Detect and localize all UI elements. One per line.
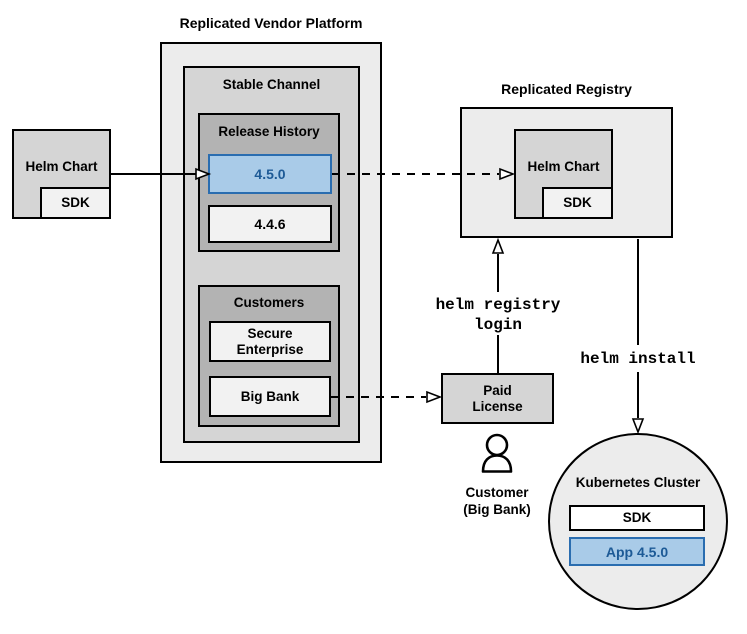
release-version-446: 4.4.6 — [208, 205, 332, 243]
customer-big-bank-box: Big Bank — [209, 376, 331, 417]
release-version-446-label: 4.4.6 — [254, 216, 286, 232]
cluster-sdk-label: SDK — [622, 510, 652, 525]
helm-install-command: helm install — [578, 349, 698, 369]
arrow-registry-to-cluster — [631, 239, 645, 435]
customer-big-bank-label: Big Bank — [240, 388, 300, 404]
paid-license-box: Paid License — [441, 373, 554, 424]
vendor-platform-title: Replicated Vendor Platform — [179, 15, 363, 31]
customer-person-icon — [481, 433, 513, 473]
release-version-450-label: 4.5.0 — [254, 166, 286, 182]
customers-label: Customers — [233, 295, 305, 310]
source-helm-chart-label: Helm Chart — [25, 159, 98, 174]
cluster-app-label: App 4.5.0 — [605, 543, 669, 560]
customer-secure-enterprise-box: Secure Enterprise — [209, 321, 331, 362]
registry-sdk-box: SDK — [542, 187, 613, 219]
release-history-label: Release History — [218, 124, 320, 139]
release-version-450: 4.5.0 — [208, 154, 332, 194]
source-helm-chart-box: Helm Chart SDK — [12, 129, 111, 219]
cluster-sdk-box: SDK — [569, 505, 705, 531]
registry-title: Replicated Registry — [501, 81, 632, 97]
customer-secure-enterprise-label: Secure Enterprise — [236, 325, 304, 357]
kubernetes-cluster-title: Kubernetes Cluster — [575, 475, 701, 490]
helm-registry-login-command: helm registry login — [407, 295, 589, 335]
cluster-app-box: App 4.5.0 — [569, 537, 705, 566]
registry-sdk-label: SDK — [563, 195, 592, 210]
registry-helm-chart-box: Helm Chart SDK — [514, 129, 613, 219]
paid-license-label: Paid License — [472, 382, 523, 414]
registry-helm-chart-label: Helm Chart — [527, 159, 600, 174]
source-sdk-box: SDK — [40, 187, 111, 219]
source-sdk-label: SDK — [61, 195, 90, 210]
stable-channel-label: Stable Channel — [222, 77, 321, 92]
customer-caption: Customer (Big Bank) — [463, 485, 531, 517]
